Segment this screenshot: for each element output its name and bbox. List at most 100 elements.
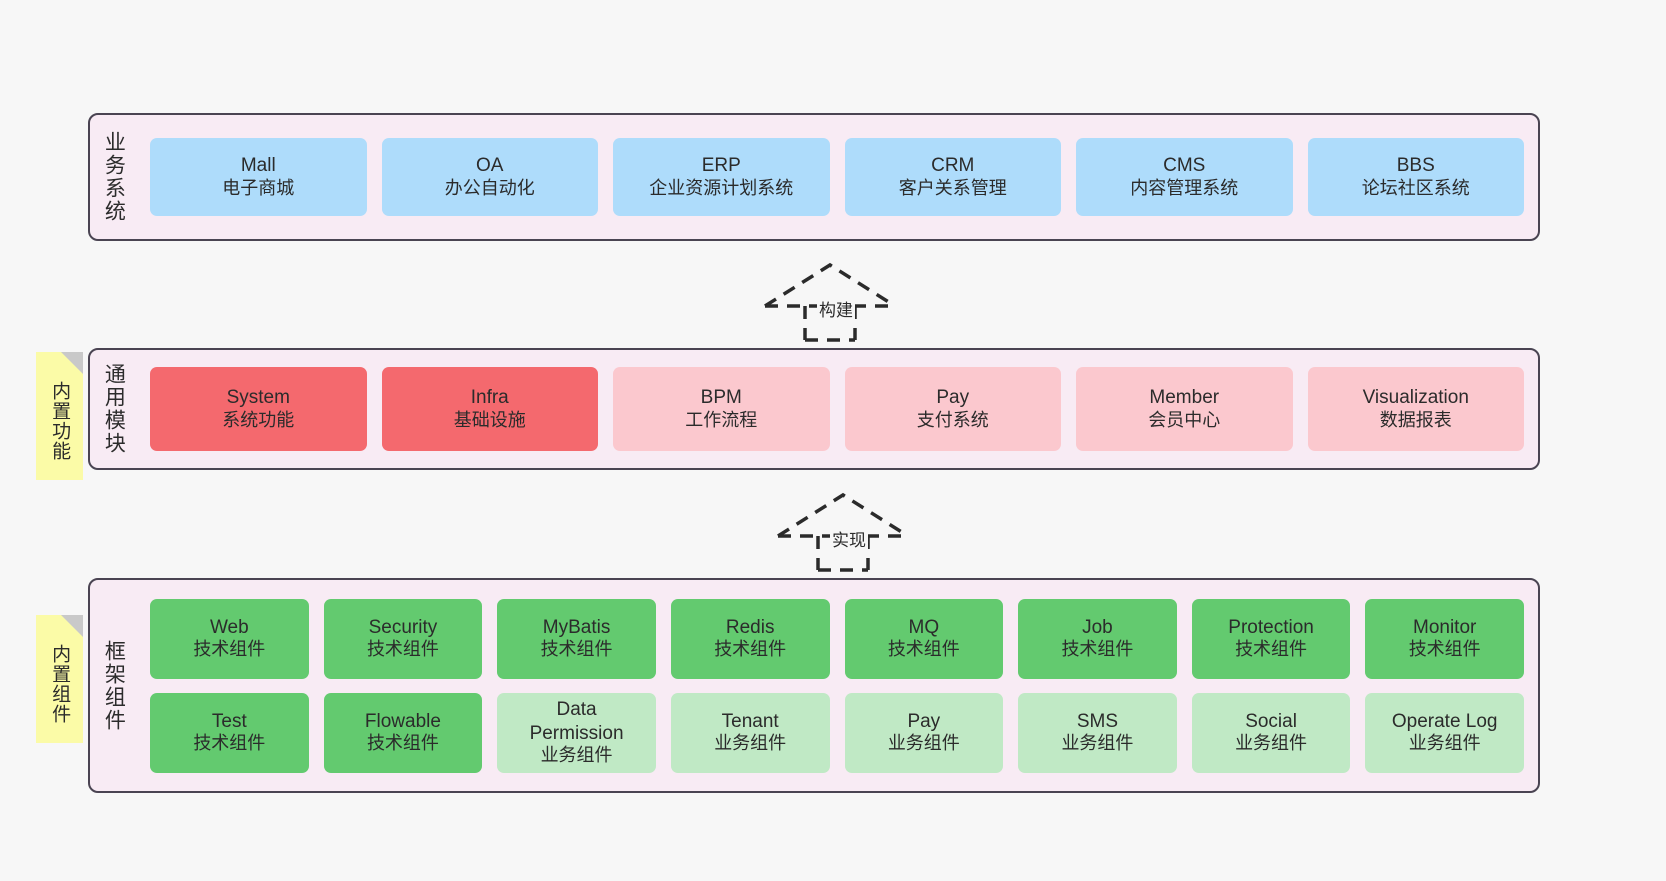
box-title: System: [226, 387, 290, 409]
box-mybatis[interactable]: MyBatis 技术组件: [497, 598, 656, 679]
framework-row-business: Test 技术组件 Flowable 技术组件 Data Permission …: [150, 692, 1524, 773]
layer-label-business-system: 业务系统: [102, 131, 126, 223]
box-subtitle: 业务组件: [1408, 733, 1481, 754]
layer-label-framework-component: 框架组件: [102, 639, 126, 732]
box-title: BBS: [1396, 155, 1435, 177]
sticky-note-builtin-components: 内置组件: [36, 615, 83, 743]
box-title: Tenant: [721, 710, 779, 732]
box-title: Protection: [1228, 616, 1314, 638]
box-tenant[interactable]: Tenant 业务组件: [670, 692, 830, 773]
box-subtitle: 业务组件: [714, 733, 787, 754]
box-cms[interactable]: CMS 内容管理系统: [1076, 138, 1293, 216]
box-subtitle: 工作流程: [685, 409, 758, 430]
box-operate-log[interactable]: Operate Log 业务组件: [1365, 692, 1524, 773]
framework-row-technical: Web 技术组件 Security 技术组件 MyBatis 技术组件 Redi…: [150, 598, 1524, 679]
box-title: OA: [476, 155, 504, 177]
box-mall[interactable]: Mall 电子商城: [150, 138, 367, 216]
box-visualization[interactable]: Visualization 数据报表: [1307, 367, 1524, 451]
box-title: Monitor: [1413, 616, 1477, 638]
box-title: Test: [211, 710, 247, 732]
box-bbs[interactable]: BBS 论坛社区系统: [1307, 138, 1524, 216]
box-subtitle: 办公自动化: [444, 177, 535, 198]
common-module-boxes: System 系统功能 Infra 基础设施 BPM 工作流程 Pay 支付系统…: [136, 350, 1538, 468]
box-title: MyBatis: [542, 616, 611, 638]
box-subtitle: 技术组件: [887, 639, 960, 660]
box-title: CMS: [1163, 155, 1206, 177]
box-title: Mall: [240, 155, 276, 177]
box-subtitle: 技术组件: [1408, 639, 1481, 660]
box-redis[interactable]: Redis 技术组件: [670, 598, 830, 679]
box-title: Visualization: [1362, 387, 1469, 409]
box-title: Web: [209, 616, 249, 638]
box-system[interactable]: System 系统功能: [150, 367, 367, 451]
box-security[interactable]: Security 技术组件: [323, 598, 483, 679]
box-subtitle: 会员中心: [1148, 409, 1221, 430]
box-subtitle: 技术组件: [1235, 639, 1308, 660]
box-protection[interactable]: Protection 技术组件: [1191, 598, 1351, 679]
box-flowable[interactable]: Flowable 技术组件: [323, 692, 483, 773]
box-member[interactable]: Member 会员中心: [1076, 367, 1293, 451]
box-subtitle: 论坛社区系统: [1361, 177, 1470, 198]
box-title: MQ: [908, 616, 940, 638]
box-title: Pay: [936, 387, 970, 409]
sticky-fold-icon: [61, 615, 83, 637]
box-title: Flowable: [364, 710, 441, 732]
box-subtitle: 技术组件: [1061, 639, 1134, 660]
box-title: Social: [1245, 710, 1297, 732]
layer-framework-component: 框架组件 Web 技术组件 Security 技术组件 MyBatis 技术组件…: [88, 578, 1540, 793]
box-subtitle: 业务组件: [540, 744, 613, 765]
box-job[interactable]: Job 技术组件: [1018, 598, 1177, 679]
sticky-fold-icon: [61, 352, 83, 374]
box-mq[interactable]: MQ 技术组件: [844, 598, 1004, 679]
box-subtitle: 基础设施: [453, 409, 526, 430]
box-title: Pay: [907, 710, 941, 732]
connector-implement: 实现: [773, 492, 913, 572]
box-monitor[interactable]: Monitor 技术组件: [1365, 598, 1524, 679]
box-subtitle: 支付系统: [916, 409, 989, 430]
connector-implement-label: 实现: [830, 526, 868, 551]
box-subtitle: 技术组件: [366, 733, 439, 754]
box-crm[interactable]: CRM 客户关系管理: [844, 138, 1061, 216]
box-title-line2: Permission: [529, 722, 624, 744]
box-bpm[interactable]: BPM 工作流程: [613, 367, 830, 451]
box-title: BPM: [700, 387, 742, 409]
box-title: Redis: [725, 616, 775, 638]
box-subtitle: 技术组件: [540, 639, 613, 660]
box-subtitle: 企业资源计划系统: [649, 177, 794, 198]
box-subtitle: 技术组件: [366, 639, 439, 660]
box-infra[interactable]: Infra 基础设施: [381, 367, 598, 451]
sticky-note-builtin-features: 内置功能: [36, 352, 83, 480]
box-title: Member: [1149, 387, 1220, 409]
box-oa[interactable]: OA 办公自动化: [381, 138, 598, 216]
connector-build: 构建: [760, 262, 900, 342]
box-subtitle: 业务组件: [1061, 733, 1134, 754]
box-erp[interactable]: ERP 企业资源计划系统: [613, 138, 830, 216]
box-social[interactable]: Social 业务组件: [1191, 692, 1351, 773]
box-title: Infra: [470, 387, 509, 409]
box-title: CRM: [931, 155, 975, 177]
business-system-boxes: Mall 电子商城 OA 办公自动化 ERP 企业资源计划系统 CRM 客户关系…: [136, 115, 1538, 239]
box-title: Security: [368, 616, 438, 638]
box-subtitle: 系统功能: [222, 409, 295, 430]
sticky-note-text: 内置功能: [49, 381, 71, 461]
box-subtitle: 业务组件: [1235, 733, 1308, 754]
box-web[interactable]: Web 技术组件: [150, 598, 309, 679]
box-pay-component[interactable]: Pay 业务组件: [844, 692, 1004, 773]
box-subtitle: 数据报表: [1379, 409, 1452, 430]
layer-common-module: 通用模块 System 系统功能 Infra 基础设施 BPM 工作流程 Pay…: [88, 348, 1540, 470]
box-title: Data: [556, 699, 597, 721]
box-pay[interactable]: Pay 支付系统: [844, 367, 1061, 451]
box-subtitle: 技术组件: [193, 733, 266, 754]
box-data-permission[interactable]: Data Permission 业务组件: [497, 692, 656, 773]
box-title: Operate Log: [1391, 710, 1498, 732]
box-title: Job: [1082, 616, 1113, 638]
box-sms[interactable]: SMS 业务组件: [1018, 692, 1177, 773]
connector-build-label: 构建: [817, 296, 855, 321]
box-subtitle: 业务组件: [887, 733, 960, 754]
layer-business-system: 业务系统 Mall 电子商城 OA 办公自动化 ERP 企业资源计划系统 CRM…: [88, 113, 1540, 241]
box-title: SMS: [1076, 710, 1119, 732]
layer-label-common-module: 通用模块: [102, 363, 126, 455]
box-test[interactable]: Test 技术组件: [150, 692, 309, 773]
box-subtitle: 技术组件: [714, 639, 787, 660]
